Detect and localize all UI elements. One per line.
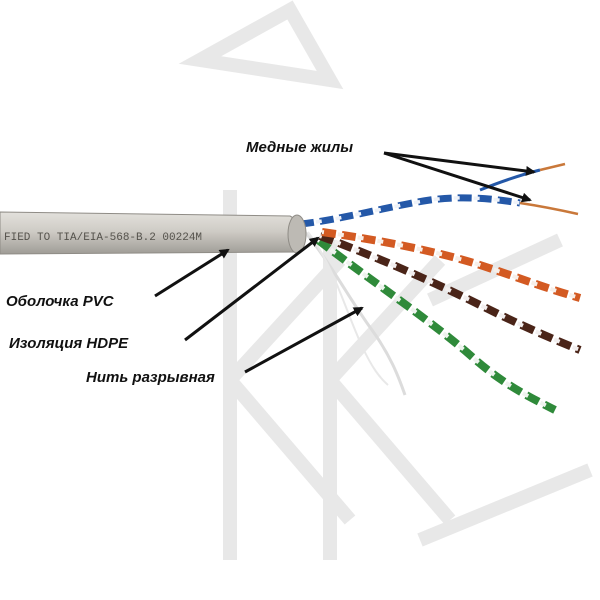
label-pvc-sheath: Оболочка PVC (6, 293, 114, 310)
copper-wire-upper (539, 162, 566, 172)
blue-twisted-pair (299, 168, 541, 228)
label-rip-cord: Нить разрывная (86, 369, 215, 386)
label-hdpe-insulation: Изоляция HDPE (9, 335, 129, 352)
orange-twisted-pair (321, 228, 582, 302)
arrow-hdpe-insulation (184, 236, 320, 342)
label-copper-cores: Медные жилы (246, 139, 354, 156)
cable-jacket: FIED TO TIA/EIA-568-B.2 00224M (0, 211, 307, 255)
arrow-rip-cord (244, 306, 364, 374)
copper-wire-lower (519, 201, 579, 216)
brown-twisted-pair (318, 232, 582, 354)
arrow-pvc-sheath (154, 248, 230, 298)
jacket-print: FIED TO TIA/EIA-568-B.2 00224M (4, 232, 202, 244)
green-twisted-pair (315, 236, 557, 414)
arrow-copper-upper (383, 151, 536, 176)
rip-cord-thread-2 (307, 231, 389, 386)
arrow-copper-lower (383, 151, 532, 203)
